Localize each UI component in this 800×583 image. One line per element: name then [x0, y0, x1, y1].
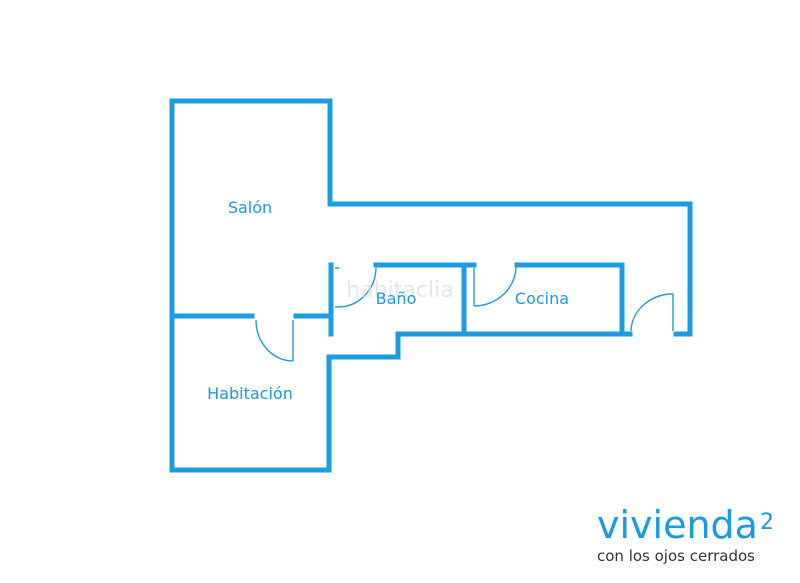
logo-wordmark: vivienda2 — [597, 505, 797, 545]
room-label-habitacion: Habitación — [207, 384, 293, 403]
logo-name: vivienda — [597, 503, 758, 547]
wall-cocina-top — [514, 262, 625, 337]
outer-wall-right — [327, 98, 693, 337]
outer-wall — [169, 98, 633, 473]
room-label-bano: Baño — [376, 289, 417, 308]
door-habitacion — [255, 319, 294, 362]
room-label-cocina: Cocina — [515, 289, 569, 308]
logo-superscript: 2 — [759, 510, 774, 535]
wall-bano-top — [373, 262, 467, 337]
vivienda2-logo: vivienda2 con los ojos cerrados — [597, 505, 797, 565]
logo-tagline: con los ojos cerrados — [597, 547, 755, 565]
room-label-salon: Salón — [228, 198, 272, 217]
watermark: habitaclia — [346, 278, 453, 303]
door-entrance — [630, 293, 674, 332]
door-cocina — [473, 265, 517, 307]
door-bano — [335, 267, 377, 308]
